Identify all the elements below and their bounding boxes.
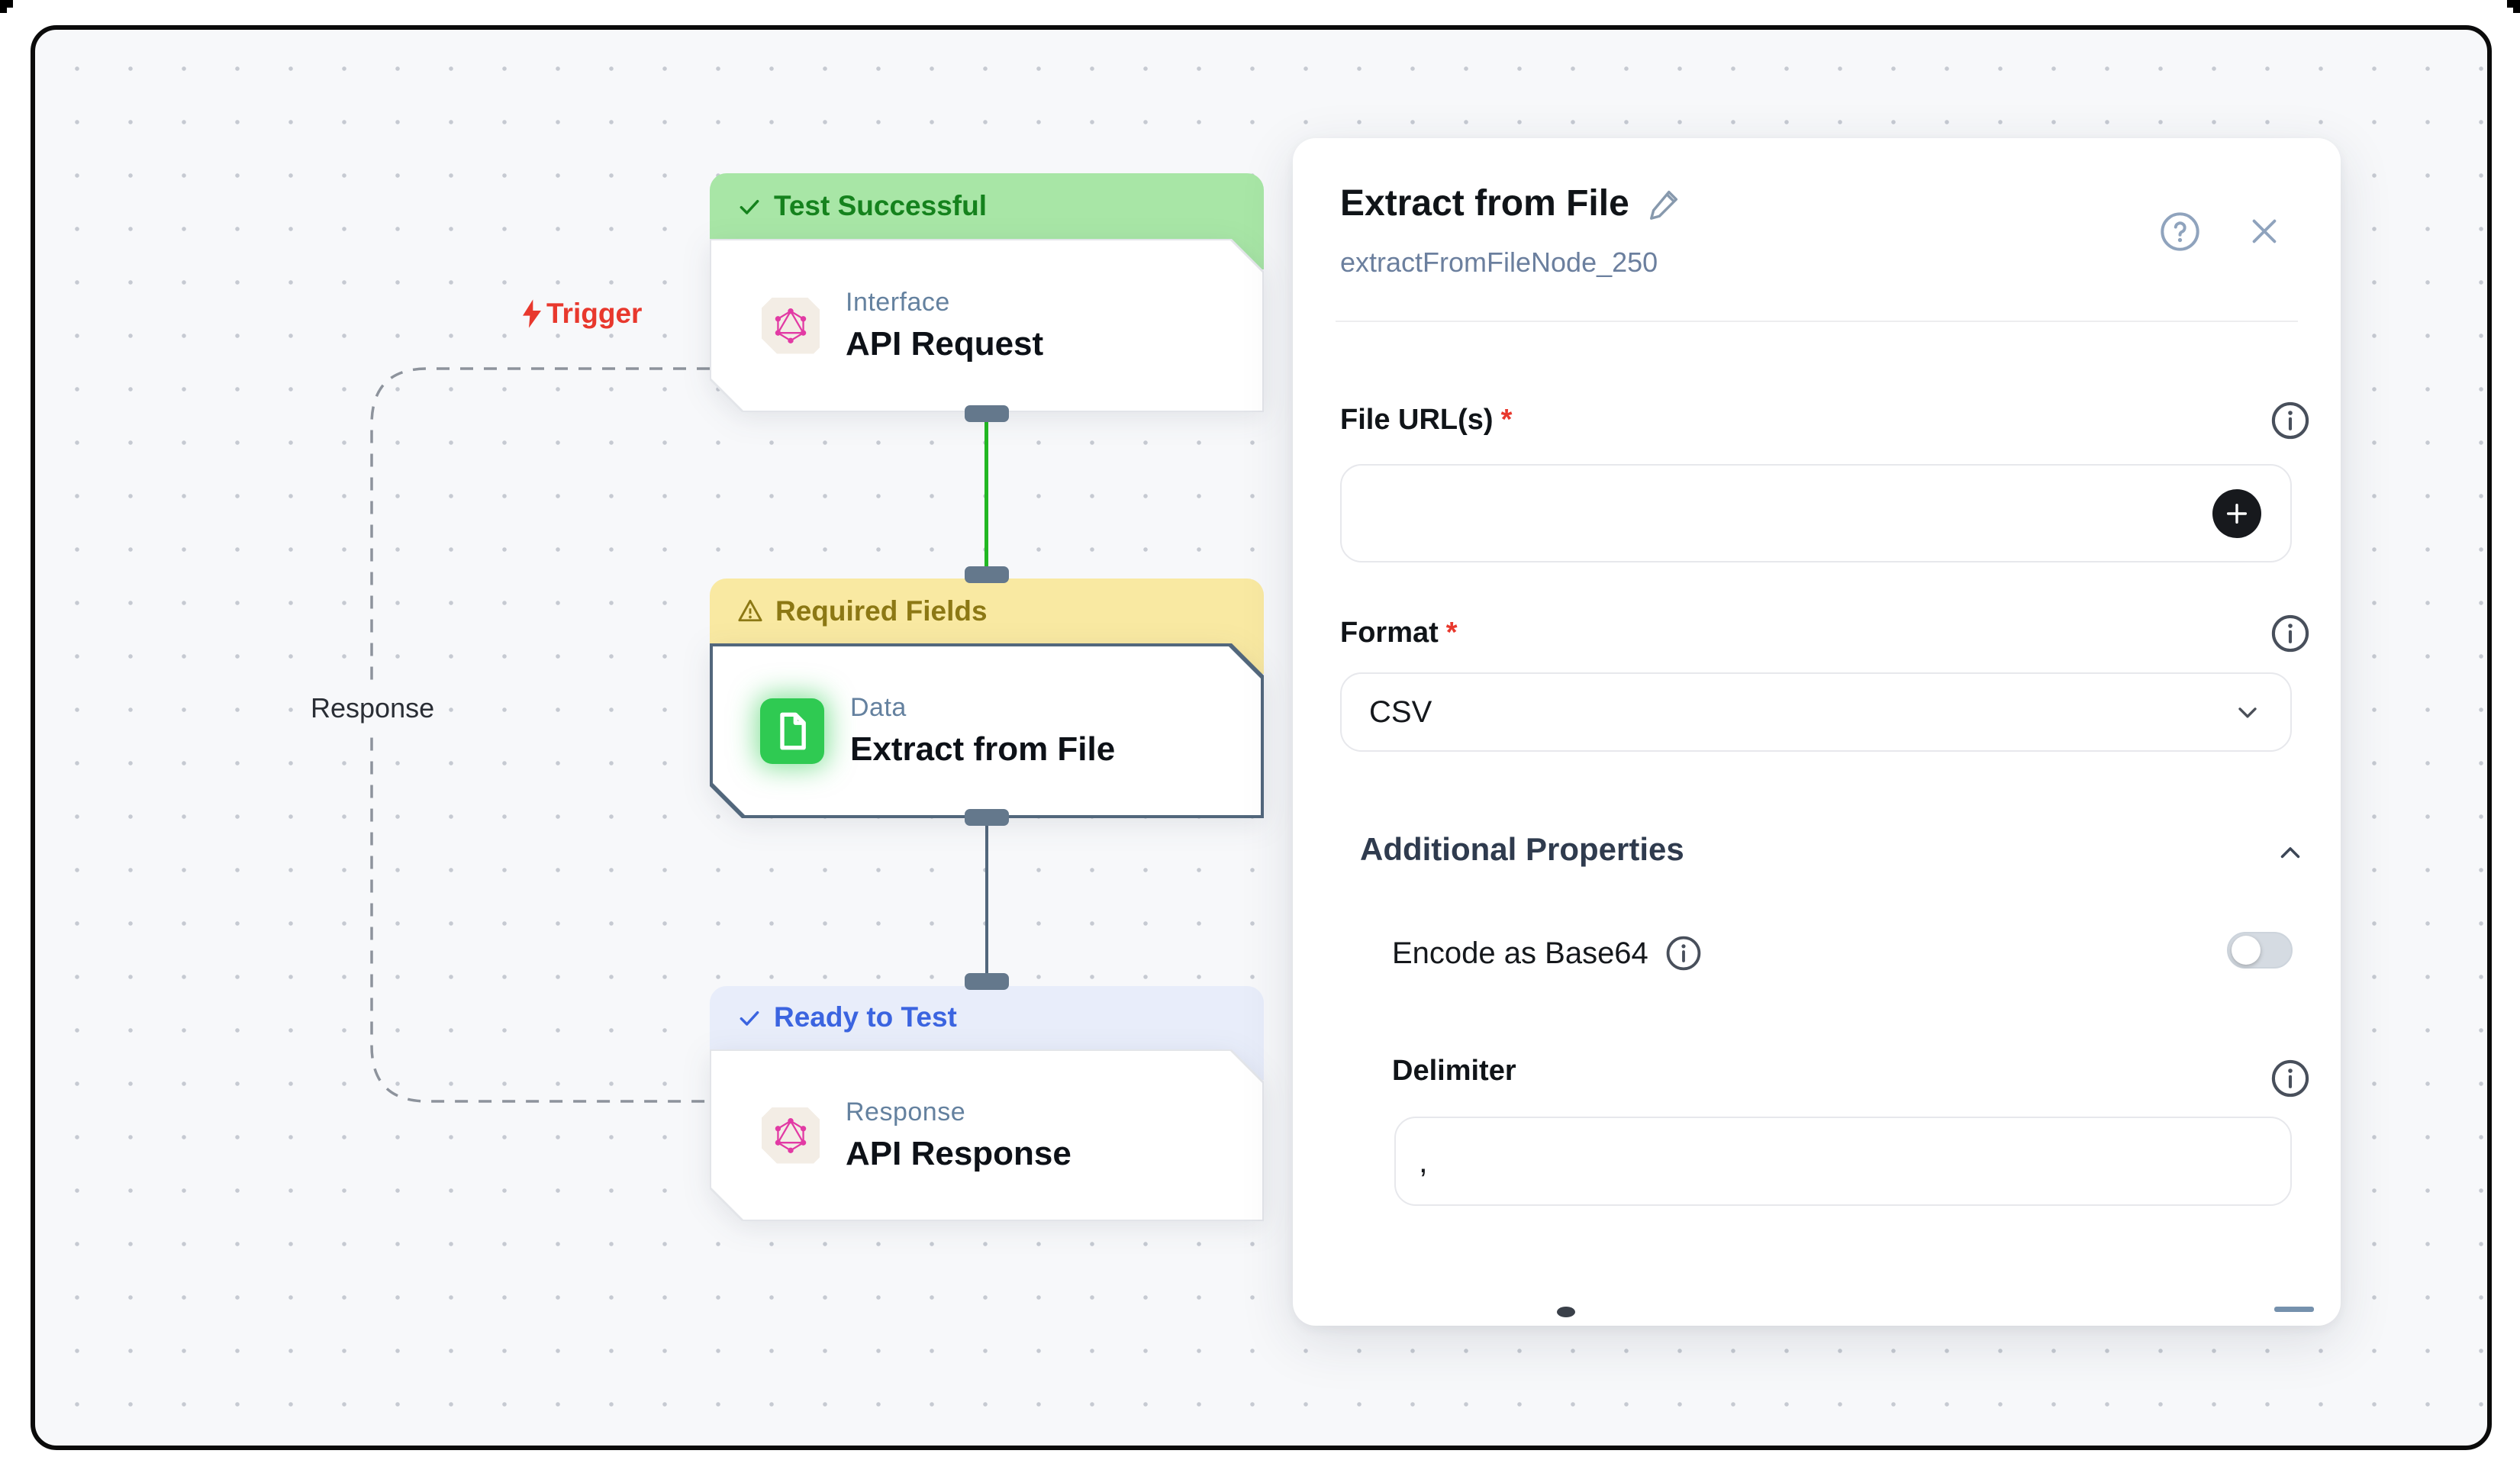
edge-api-request-to-extract: [984, 422, 988, 567]
crop-artifact-top-right-2: [2513, 0, 2520, 13]
check-icon: [740, 199, 759, 214]
encode-base64-toggle[interactable]: [2227, 932, 2293, 969]
info-icon[interactable]: [2270, 1059, 2310, 1098]
edit-pencil-icon[interactable]: [1648, 185, 1683, 221]
toggle-knob: [2232, 936, 2261, 965]
info-icon[interactable]: [1665, 935, 1702, 972]
format-label: Format*: [1340, 617, 1458, 649]
file-urls-input[interactable]: [1340, 464, 2292, 562]
chevron-up-icon[interactable]: [2274, 837, 2306, 869]
document-icon: [775, 711, 809, 751]
partial-next-field: [1557, 1307, 1575, 1317]
crop-artifact-top-left-2: [0, 0, 7, 13]
node-title: Extract from File: [850, 730, 1116, 768]
chevron-down-icon: [2238, 707, 2257, 718]
node-config-panel: Extract from File extractFromFileNode_25…: [1293, 138, 2341, 1326]
node-status-text: Ready to Test: [774, 1001, 957, 1033]
node-api-response[interactable]: Ready to Test: [710, 986, 1264, 1246]
node-category: Interface: [846, 288, 950, 317]
graphql-icon-chip: [762, 1107, 820, 1164]
node-title: API Response: [846, 1135, 1071, 1172]
node-status-text: Required Fields: [775, 595, 988, 627]
handle-api-response-input[interactable]: [965, 973, 1009, 990]
file-icon-chip: [760, 698, 824, 764]
file-urls-label: File URL(s)*: [1340, 404, 1513, 436]
info-icon[interactable]: [2270, 401, 2310, 440]
graphql-icon: [773, 1118, 808, 1153]
partial-next-toggle: [2274, 1307, 2314, 1312]
required-asterisk: *: [1445, 617, 1458, 649]
handle-api-request-output[interactable]: [965, 405, 1009, 422]
check-icon: [740, 1010, 759, 1026]
node-extract-from-file[interactable]: Required Fields Data Extract from File: [710, 579, 1264, 843]
warning-icon: [738, 599, 762, 622]
handle-extract-input[interactable]: [965, 566, 1009, 583]
delimiter-label: Delimiter: [1392, 1055, 1516, 1087]
panel-node-id: extractFromFileNode_250: [1340, 247, 1658, 278]
node-category: Response: [846, 1097, 966, 1127]
handle-extract-output[interactable]: [965, 809, 1009, 826]
edge-extract-to-api-response: [985, 826, 988, 974]
node-category: Data: [850, 693, 907, 722]
help-icon[interactable]: [2160, 211, 2200, 252]
node-title: API Request: [846, 325, 1044, 363]
lightning-bolt-icon: [523, 299, 541, 328]
graphql-icon: [773, 308, 808, 343]
add-file-url-button[interactable]: [2212, 488, 2261, 538]
required-asterisk: *: [1500, 404, 1513, 436]
info-icon[interactable]: [2270, 614, 2310, 653]
divider: [1336, 321, 2298, 322]
node-status-text: Test Successful: [774, 190, 987, 221]
close-icon[interactable]: [2247, 214, 2282, 249]
plus-icon: [2226, 503, 2248, 524]
workflow-canvas[interactable]: Trigger Response Test Successful: [31, 25, 2492, 1450]
graphql-icon-chip: [762, 298, 820, 354]
response-edge-label: Response: [303, 689, 443, 727]
node-api-request[interactable]: Test Successful: [710, 173, 1264, 437]
format-selected-value: CSV: [1369, 695, 1432, 729]
trigger-edge-label: Trigger: [519, 298, 642, 330]
delimiter-input[interactable]: [1394, 1117, 2292, 1206]
response-loop-edge: [370, 367, 710, 1103]
panel-title: Extract from File: [1340, 183, 1629, 224]
encode-base64-label: Encode as Base64: [1392, 936, 1648, 970]
format-select[interactable]: CSV: [1340, 672, 2292, 752]
additional-properties-header[interactable]: Additional Properties: [1360, 831, 1684, 867]
